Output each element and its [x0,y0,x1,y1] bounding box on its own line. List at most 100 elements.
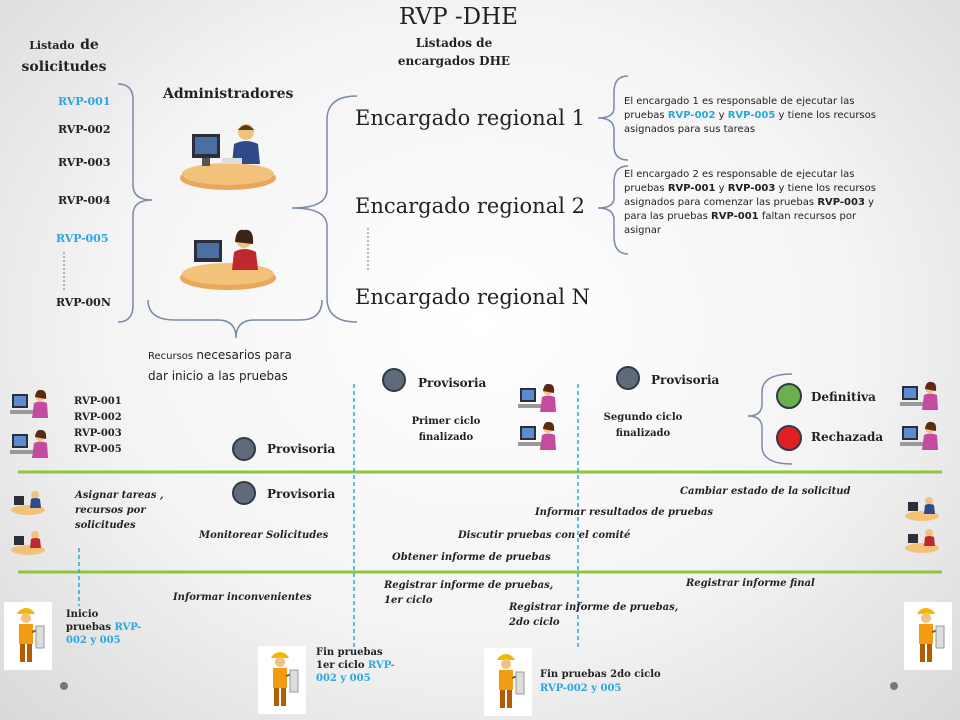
obtener-informe-label: Obtener informe de pruebas [392,552,551,563]
fin1-text: 1er ciclo [316,660,368,671]
lower-rvp-item: RVP-005 [74,444,122,455]
rechazada-label: Rechazada [811,430,884,444]
note2-line4: para las pruebas RVP-001 faltan recursos… [624,210,944,224]
provisoria-label: Provisoria [651,373,720,387]
center-header-line2: encargados DHE [397,54,511,68]
fin-2do-ciclo-label: Fin pruebas 2do ciclo RVP-002 y 005 [540,668,661,696]
rvp-list-item: RVP-004 [58,194,111,207]
note1-rvp: RVP-002 [667,110,716,121]
encargado-regional-2: Encargado regional 2 [355,194,585,218]
note2-rvp: RVP-001 [711,211,759,222]
primer-ciclo-line2: finalizado [418,432,474,443]
provisoria-label: Provisoria [267,442,336,456]
lower-rvp-list: RVP-001 RVP-002 RVP-003 RVP-005 [74,394,122,458]
registrar-final-label: Registrar informe final [686,578,815,589]
administradores-label: Administradores [163,86,294,102]
informar-resultados-label: Informar resultados de pruebas [535,507,714,518]
admin-male-small-icon [905,497,939,521]
encargado-1-note: El encargado 1 es responsable de ejecuta… [624,95,934,137]
note2-line3: asignados para comenzar las pruebas RVP-… [624,196,944,210]
discutir-pruebas-label: Discutir pruebas con el comité [458,530,631,541]
registrar-1er-ciclo-label: Registrar informe de pruebas, 1er ciclo [384,578,553,608]
inicio-pruebas-label: Inicio pruebas RVP- 002 y 005 [66,608,141,647]
fin-1er-ciclo-label: Fin pruebas 1er ciclo RVP- 002 y 005 [316,646,395,685]
admin-male-icon [180,124,276,190]
primer-ciclo-line1: Primer ciclo [411,416,481,427]
left-header-line2: solicitudes [21,59,107,75]
asignar-tareas-label: Asignar tareas , recursos por solicitude… [75,488,163,533]
asignar-line1: Asignar tareas , [75,490,164,501]
operator-female-icon [10,389,48,418]
rvp-list-item: RVP-003 [58,156,111,169]
rvp-list-bracket [117,83,153,323]
note1-rvp: RVP-005 [727,110,776,121]
note2-line5: asignar [624,225,662,236]
construction-worker-icon [484,648,532,716]
center-header: Listados de encargados DHE [384,34,524,70]
provisoria-state-circle [232,437,256,461]
definitiva-state-circle [776,383,802,409]
center-header-line1: Listados de [415,36,493,50]
note2-text: y [864,197,875,208]
note2-text: asignados para comenzar las pruebas [624,197,818,208]
rechazada-state-circle [776,425,802,451]
cambiar-estado-label: Cambiar estado de la solicitud [680,486,851,497]
recursos-note-text: necesarios para [196,348,292,362]
registrar1-line2: 1er ciclo [384,595,433,606]
left-header-suffix: de [80,37,99,53]
recursos-note-prefix: Recursos [148,351,197,362]
operator-female-icon [900,381,938,410]
operator-female-icon [10,429,48,458]
note2-line1: El encargado 2 es responsable de ejecuta… [624,169,855,180]
definitiva-label: Definitiva [811,390,876,404]
note1-text: y tiene los recursos [775,110,876,121]
inicio-rvp: RVP- [114,622,142,633]
slide-corner-dot [60,682,68,690]
asignar-line3: solicitudes [75,520,136,531]
encargado-regional-n: Encargado regional N [355,285,590,309]
lower-rvp-item: RVP-001 [74,396,122,407]
note2-text: y tiene los recursos [775,183,876,194]
final-state-bracket [747,373,793,465]
operator-female-icon [518,383,556,412]
note2-bracket [597,165,629,255]
segundo-ciclo-line1: Segundo ciclo [603,412,683,423]
recursos-note-line2: dar inicio a las pruebas [148,369,288,383]
page-title: RVP -DHE [399,4,518,30]
note1-bracket [597,75,629,161]
lower-rvp-item: RVP-003 [74,428,122,439]
note2-rvp: RVP-003 [727,183,776,194]
left-header-prefix: Listado [29,39,75,52]
fin1-rvp: RVP- [368,660,395,671]
registrar1-line1: Registrar informe de pruebas, [384,580,554,591]
fin2-line2: RVP-002 y 005 [540,683,622,694]
registrar-2do-ciclo-label: Registrar informe de pruebas, 2do ciclo [509,600,678,630]
note1-text: y [715,110,728,121]
fin2-line1: Fin pruebas 2do ciclo [540,669,661,680]
construction-worker-icon [904,602,952,670]
admin-female-icon [180,229,276,290]
admin-male-small-icon [11,491,45,515]
note2-rvp: RVP-001 [667,183,716,194]
construction-worker-icon [258,646,306,714]
provisoria-state-circle [616,366,640,390]
inicio-text: pruebas [66,622,115,633]
slide-corner-dot [890,682,898,690]
inicio-line3: 002 y 005 [66,635,121,646]
informar-inconvenientes-label: Informar inconvenientes [173,592,312,603]
admin-female-small-icon [11,531,45,555]
operator-female-icon [900,421,938,450]
rvp-list-item: RVP-005 [56,232,109,245]
recursos-bracket [147,299,323,339]
registrar2-line1: Registrar informe de pruebas, [509,602,679,613]
provisoria-label: Provisoria [418,376,487,390]
provisoria-label: Provisoria [267,487,336,501]
segundo-ciclo-label: Segundo ciclo finalizado [598,410,688,442]
rvp-list-item: RVP-002 [58,123,111,136]
encargado-regional-1: Encargado regional 1 [355,106,585,130]
note2-line2: pruebas RVP-001 y RVP-003 y tiene los re… [624,182,944,196]
note1-line3: asignados para sus tareas [624,124,756,135]
operator-female-icon [518,421,556,450]
recursos-note: Recursos necesarios para dar inicio a la… [148,345,328,385]
